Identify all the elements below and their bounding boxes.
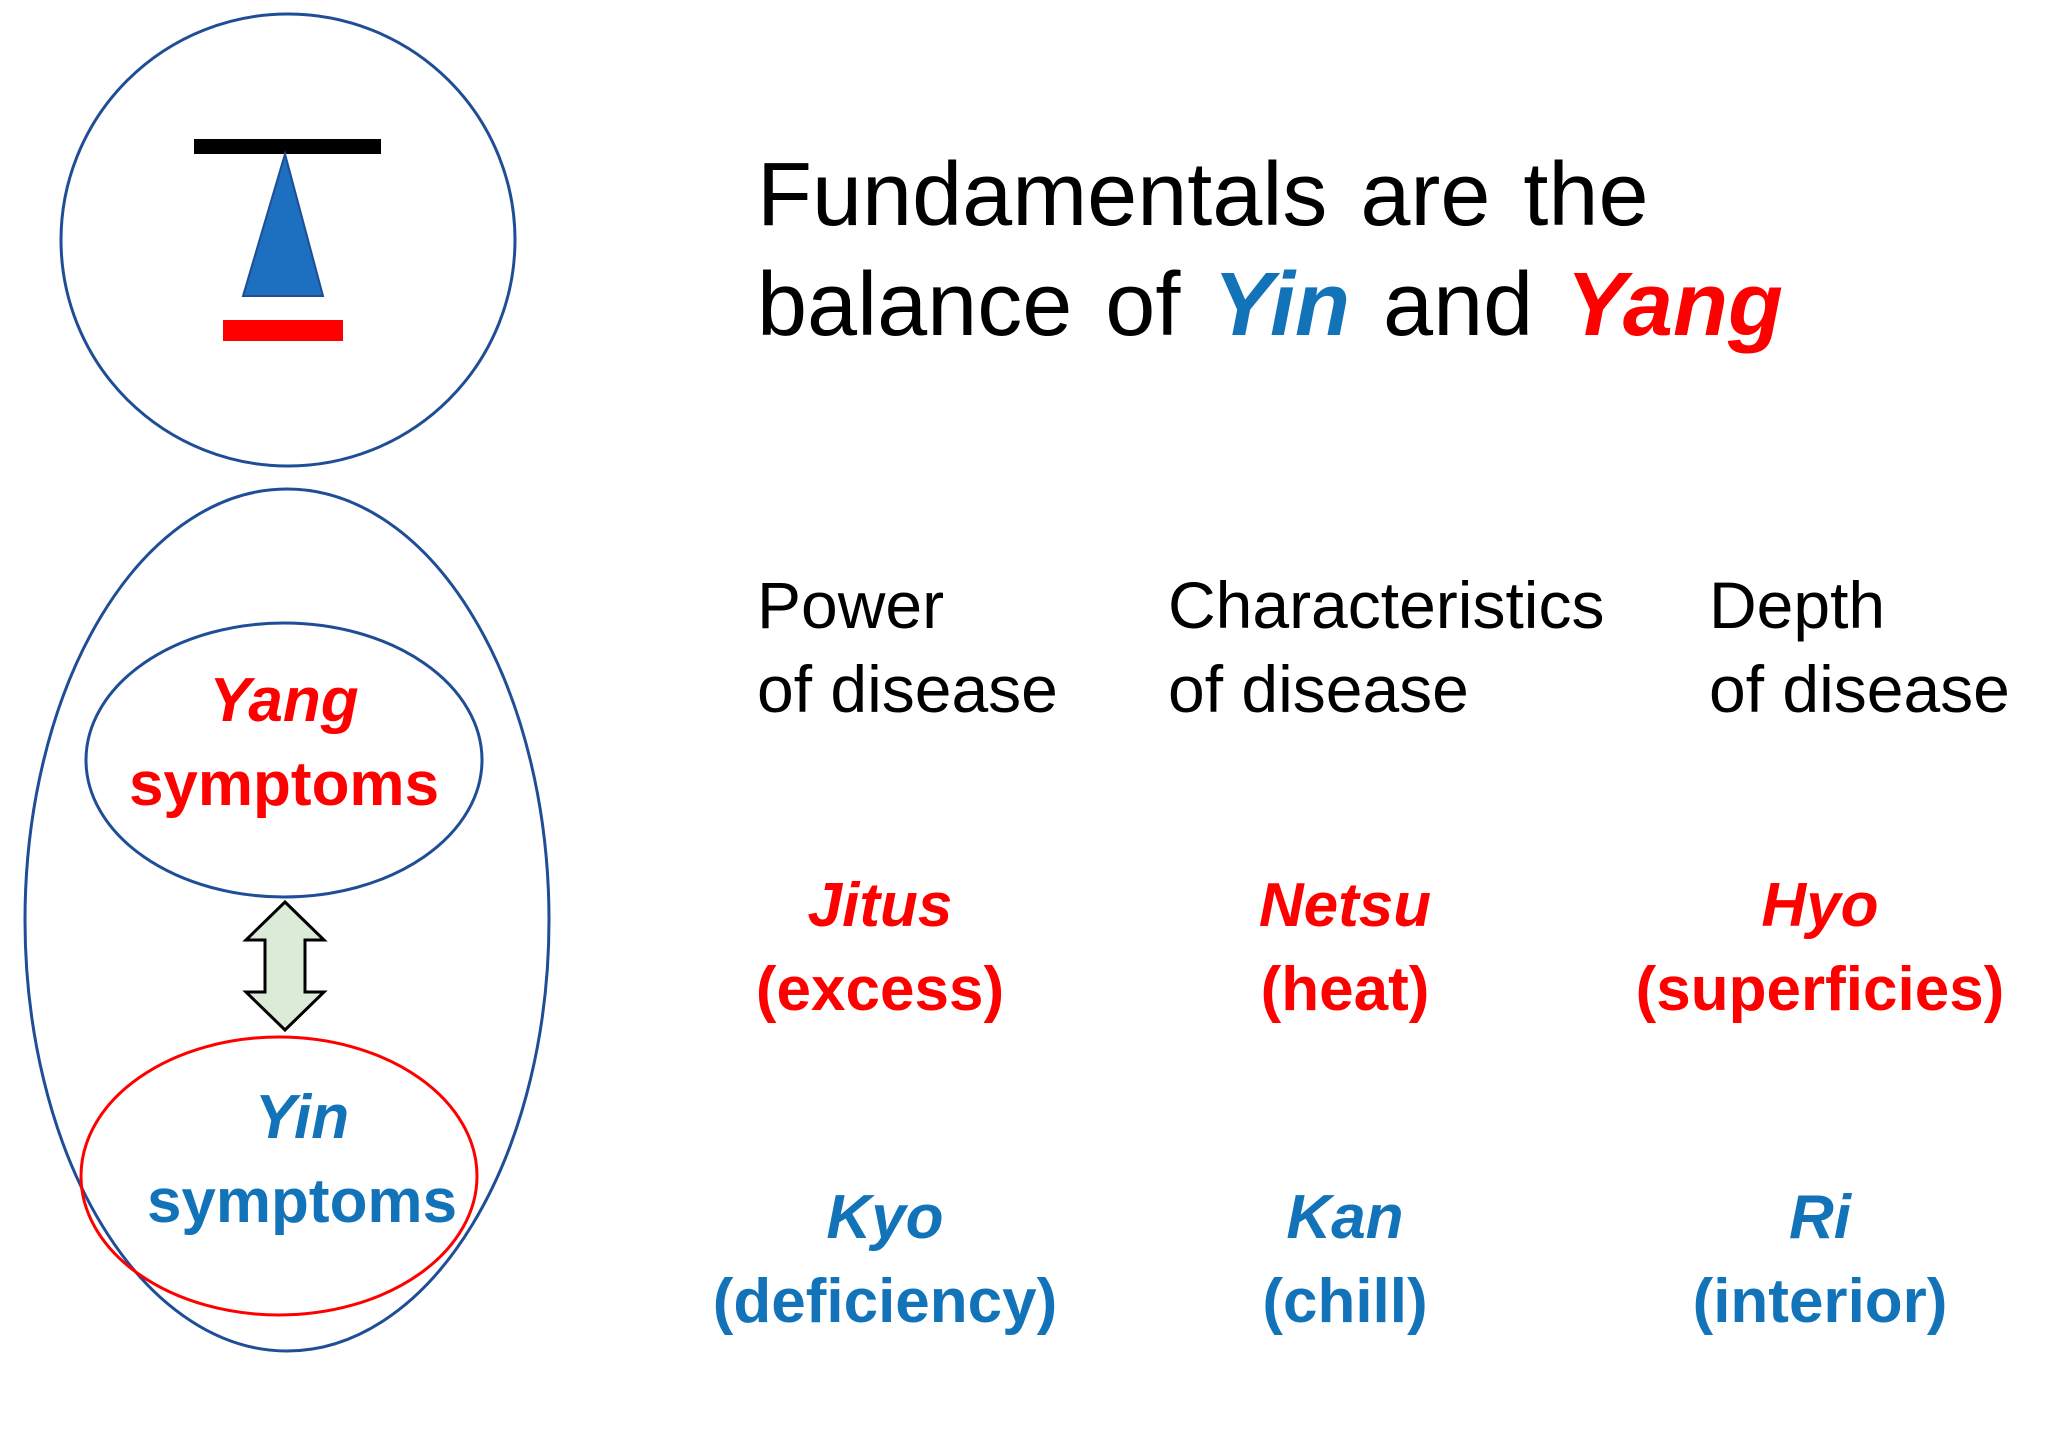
double-arrow-icon bbox=[242, 899, 328, 1033]
yin-term-kan: Kan (chill) bbox=[1165, 1187, 1525, 1355]
yang-term-hyo: Hyo (superficies) bbox=[1610, 875, 2030, 1043]
page-title-line1: Fundamentals are the bbox=[757, 145, 1649, 245]
title-balance-of: balance of bbox=[757, 255, 1181, 355]
yin-ellipse bbox=[79, 1035, 479, 1317]
yin-term-kyo: Kyo (deficiency) bbox=[680, 1187, 1090, 1355]
yin-term-name: Kan bbox=[1286, 1183, 1404, 1252]
yang-term-meaning: (heat) bbox=[1260, 955, 1430, 1024]
category-characteristics-line1: Characteristics bbox=[1168, 568, 1605, 642]
yang-term-jitus: Jitus (excess) bbox=[700, 875, 1060, 1043]
yang-term-netsu: Netsu (heat) bbox=[1165, 875, 1525, 1043]
balance-scale-icon bbox=[194, 139, 381, 341]
yang-ellipse bbox=[84, 621, 484, 899]
yang-term-name: Netsu bbox=[1258, 871, 1432, 940]
balance-circle bbox=[59, 12, 517, 468]
title-and: and bbox=[1383, 255, 1534, 355]
yin-term-name: Kyo bbox=[826, 1183, 944, 1252]
yin-term-name: Ri bbox=[1789, 1183, 1851, 1252]
yang-term-meaning: (superficies) bbox=[1635, 955, 2005, 1024]
yang-symptoms-label: Yang symptoms bbox=[92, 670, 476, 838]
category-depth-line2: of disease bbox=[1709, 652, 2010, 726]
yin-symptoms-name: Yin bbox=[254, 1083, 350, 1152]
yang-term-name: Jitus bbox=[807, 871, 953, 940]
yang-symptoms-name: Yang bbox=[209, 666, 359, 735]
title-yang: Yang bbox=[1566, 255, 1783, 355]
balance-base bbox=[223, 320, 343, 341]
yin-term-meaning: (interior) bbox=[1692, 1267, 1948, 1336]
yang-symptoms-word: symptoms bbox=[128, 750, 440, 819]
yin-symptoms-word: symptoms bbox=[146, 1167, 458, 1236]
yin-term-meaning: (chill) bbox=[1262, 1267, 1428, 1336]
balance-beam bbox=[194, 139, 381, 154]
yin-term-ri: Ri (interior) bbox=[1610, 1187, 2030, 1355]
balance-fulcrum bbox=[241, 150, 325, 297]
yin-symptoms-label: Yin symptoms bbox=[110, 1087, 494, 1255]
category-power-line1: Power bbox=[757, 568, 945, 642]
category-depth-line1: Depth bbox=[1709, 568, 1886, 642]
category-power-line2: of disease bbox=[757, 652, 1058, 726]
yang-term-meaning: (excess) bbox=[755, 955, 1005, 1024]
page-title-line2: balance of Yin and Yang bbox=[757, 260, 1783, 350]
title-yin: Yin bbox=[1213, 255, 1351, 355]
yang-term-name: Hyo bbox=[1761, 871, 1879, 940]
category-characteristics-line2: of disease bbox=[1168, 652, 1469, 726]
symptoms-outer-ellipse bbox=[23, 487, 551, 1353]
yin-term-meaning: (deficiency) bbox=[712, 1267, 1058, 1336]
